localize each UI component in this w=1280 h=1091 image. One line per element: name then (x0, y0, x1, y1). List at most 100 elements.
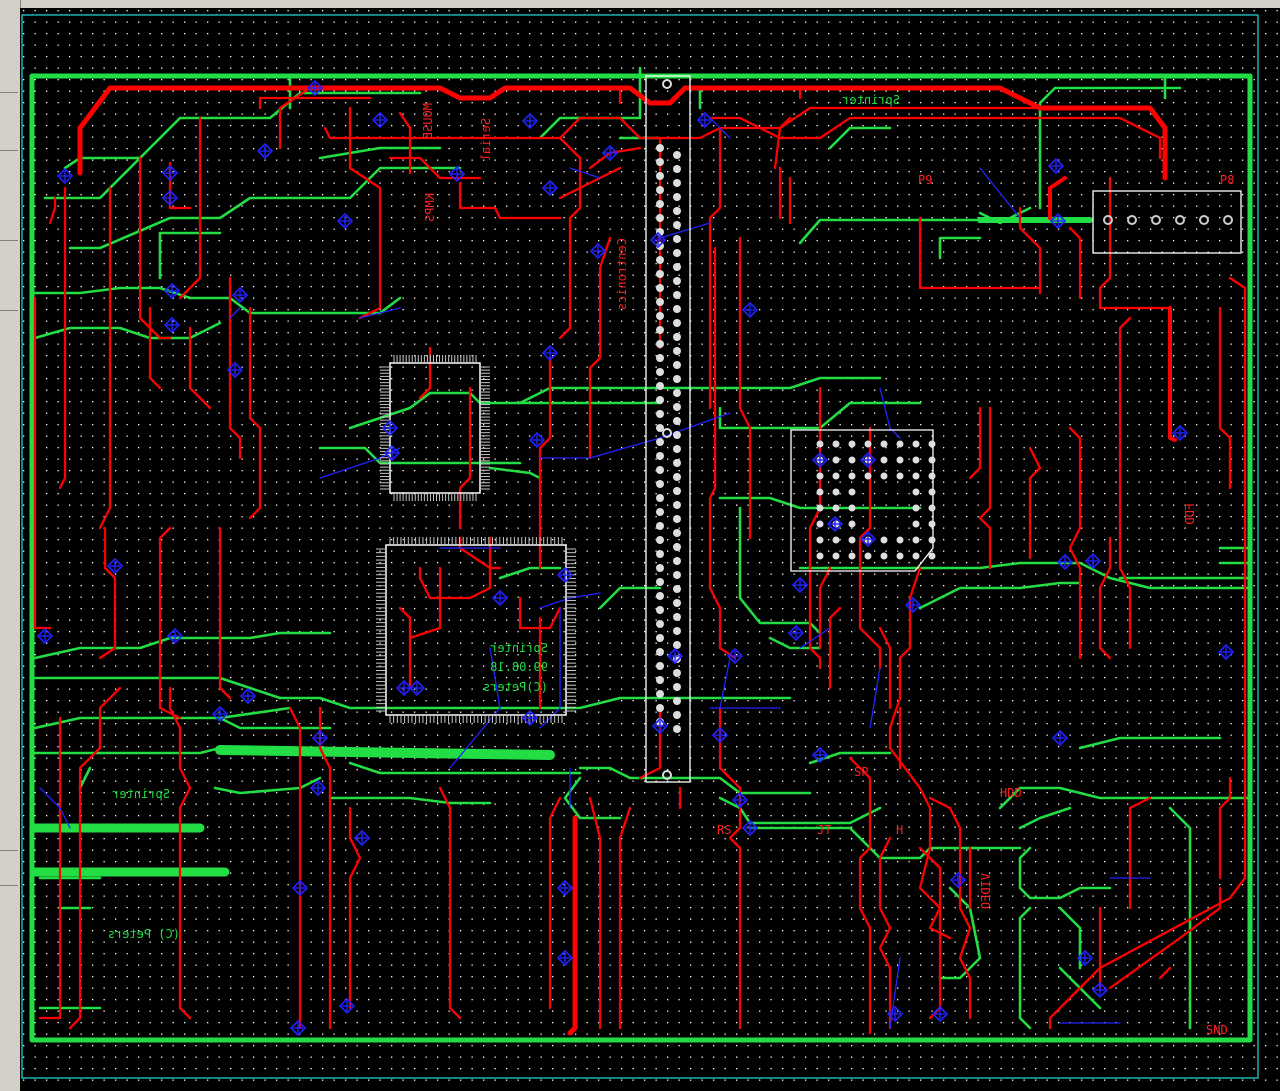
top-trace (48, 196, 57, 225)
via-diamond (696, 111, 714, 129)
via (239, 687, 257, 705)
p8-pad (1103, 215, 1113, 225)
via (556, 879, 574, 897)
board-outline (29, 73, 1253, 1043)
bga-ball (896, 456, 904, 464)
connector-pad (673, 389, 681, 397)
top-trace (318, 706, 332, 1030)
label-p8: P8 (1220, 173, 1234, 187)
pcb-drawing[interactable]: Sprinter Sprinter (C) Peters Sprinter 99… (20, 8, 1280, 1091)
top-trace (1098, 536, 1112, 660)
top-trace (1158, 966, 1172, 980)
via (311, 729, 329, 747)
via (931, 1005, 949, 1023)
via-diamond (741, 819, 759, 837)
connector-pad (656, 410, 664, 418)
top-trace (1128, 796, 1152, 910)
connector-pad (656, 480, 664, 488)
top-trace (228, 276, 242, 460)
bga-ball (912, 536, 920, 544)
connector-pad (656, 648, 664, 656)
connector-pad (673, 697, 681, 705)
via (741, 301, 759, 319)
connector-pad (656, 690, 664, 698)
pcb-canvas[interactable]: Sprinter Sprinter (C) Peters Sprinter 99… (20, 8, 1280, 1091)
via (949, 871, 967, 889)
via (1056, 553, 1074, 571)
via (56, 167, 74, 185)
connector-pad (673, 585, 681, 593)
top-trace (168, 686, 192, 1020)
connector-pad (656, 200, 664, 208)
bottom-trace (1058, 906, 1082, 970)
bottom-trace (33, 706, 292, 730)
fpga-chip-outline-pins (376, 537, 576, 723)
via-diamond (601, 144, 619, 162)
bottom-trace (498, 566, 562, 580)
via (649, 231, 667, 249)
via (291, 879, 309, 897)
bga-ball (912, 488, 920, 496)
bga-ball (928, 504, 936, 512)
bga-ball (880, 552, 888, 560)
panel-separator (0, 240, 18, 241)
via (231, 286, 249, 304)
via (811, 746, 829, 764)
ratsnest-line (539, 607, 561, 729)
via-diamond (521, 709, 539, 727)
connector-pad (656, 396, 664, 404)
bottom-trace (718, 496, 922, 510)
bottom-trace (318, 446, 522, 465)
via-diamond (1047, 157, 1065, 175)
bga-ball (912, 552, 920, 560)
via-diamond (528, 431, 546, 449)
bottom-trace (578, 766, 812, 795)
via-diamond (211, 705, 229, 723)
label-peters-left: (C) Peters (108, 927, 180, 941)
mounting-hole (662, 79, 672, 89)
via (306, 79, 324, 97)
label-sprinter-top: Sprinter (842, 93, 900, 107)
top-trace (588, 796, 602, 1030)
top-trace (348, 806, 362, 1010)
bottom-trace (348, 761, 582, 775)
vias (36, 79, 1235, 1037)
label-video: VIDEO (979, 873, 993, 909)
via (826, 515, 844, 533)
via (859, 451, 877, 469)
connector-pad (656, 186, 664, 194)
bottom-trace (738, 506, 822, 635)
top-trace (398, 606, 412, 690)
top-trace (1028, 446, 1042, 560)
via-diamond (336, 212, 354, 230)
bga-ball (928, 488, 936, 496)
via-diamond (231, 286, 249, 304)
via (556, 566, 574, 584)
bottom-trace (33, 746, 222, 755)
top-trace (1118, 316, 1132, 650)
bottom-trace (68, 166, 462, 250)
connector-pad (673, 487, 681, 495)
bottom-trace (1078, 736, 1222, 750)
top-trace (58, 186, 67, 490)
top-trace (1068, 226, 1082, 300)
bga-ball (832, 488, 840, 496)
connector-pad (673, 515, 681, 523)
via (731, 791, 749, 809)
via (289, 1019, 307, 1037)
bga-ball (880, 472, 888, 480)
connector-pad (656, 564, 664, 572)
bottom-trace (798, 218, 982, 245)
via (1051, 729, 1069, 747)
bottom-trace (1018, 846, 1112, 900)
via (601, 144, 619, 162)
via-diamond (859, 530, 877, 548)
bottom-trace (1018, 906, 1032, 1030)
panel-separator (0, 885, 18, 886)
bottom-trace (318, 146, 442, 160)
bottom-trace (563, 776, 622, 820)
top-trace (828, 606, 842, 690)
top-trace (773, 116, 792, 170)
bottom-trace (1218, 546, 1252, 565)
bga-ball (848, 440, 856, 448)
